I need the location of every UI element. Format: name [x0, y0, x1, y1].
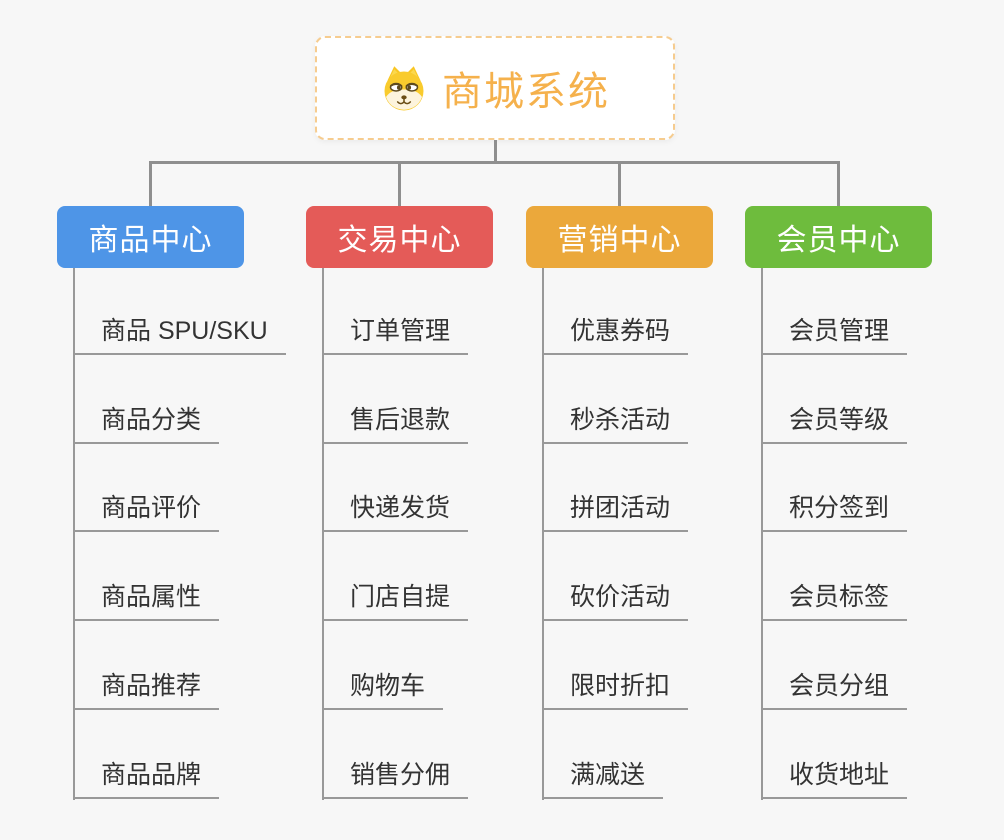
- branch-drop-1: [398, 161, 401, 206]
- leaf-node[interactable]: 会员分组: [761, 673, 908, 710]
- branch-label: 会员中心: [776, 224, 901, 257]
- branch-node-3[interactable]: 会员中心: [745, 206, 932, 268]
- branch-label: 商品中心: [88, 224, 213, 257]
- leaf-node[interactable]: 购物车: [322, 673, 444, 710]
- leaf-node[interactable]: 商品评价: [73, 495, 220, 533]
- branch-rail: [149, 161, 840, 164]
- doge-icon: [380, 64, 428, 112]
- leaf-node[interactable]: 商品 SPU/SKU: [73, 318, 286, 355]
- leaf-node[interactable]: 拼团活动: [542, 495, 689, 533]
- leaf-node[interactable]: 订单管理: [322, 318, 469, 355]
- branch-trunk-3: [761, 268, 763, 800]
- branch-drop-0: [149, 161, 152, 206]
- branch-node-2[interactable]: 营销中心: [526, 206, 713, 268]
- root-connector-stub: [493, 140, 497, 164]
- leaf-node[interactable]: 商品品牌: [73, 762, 220, 799]
- leaf-node[interactable]: 秒杀活动: [542, 407, 689, 444]
- leaf-node[interactable]: 优惠券码: [542, 318, 689, 355]
- branch-label: 营销中心: [557, 224, 682, 257]
- branch-node-0[interactable]: 商品中心: [57, 206, 244, 268]
- leaf-node[interactable]: 满减送: [542, 762, 664, 799]
- branch-trunk-1: [322, 268, 324, 800]
- leaf-node[interactable]: 快递发货: [322, 495, 469, 533]
- branch-node-1[interactable]: 交易中心: [306, 206, 493, 268]
- leaf-node[interactable]: 商品推荐: [73, 673, 220, 710]
- branch-drop-3: [837, 161, 840, 206]
- branch-trunk-0: [73, 268, 75, 800]
- leaf-node[interactable]: 积分签到: [761, 495, 908, 533]
- leaf-node[interactable]: 会员管理: [761, 318, 908, 355]
- leaf-node[interactable]: 门店自提: [322, 584, 469, 622]
- leaf-node[interactable]: 商品分类: [73, 407, 220, 444]
- leaf-node[interactable]: 商品属性: [73, 584, 220, 622]
- root-label: 商城系统: [442, 70, 610, 114]
- leaf-node[interactable]: 会员等级: [761, 407, 908, 444]
- leaf-node[interactable]: 限时折扣: [542, 673, 689, 710]
- leaf-node[interactable]: 会员标签: [761, 584, 908, 622]
- branch-label: 交易中心: [337, 224, 462, 257]
- leaf-node[interactable]: 砍价活动: [542, 584, 689, 622]
- root-node[interactable]: 商城系统: [315, 36, 675, 140]
- leaf-node[interactable]: 销售分佣: [322, 762, 469, 799]
- leaf-node[interactable]: 售后退款: [322, 407, 469, 444]
- branch-trunk-2: [542, 268, 544, 800]
- branch-drop-2: [618, 161, 621, 206]
- leaf-node[interactable]: 收货地址: [761, 762, 908, 799]
